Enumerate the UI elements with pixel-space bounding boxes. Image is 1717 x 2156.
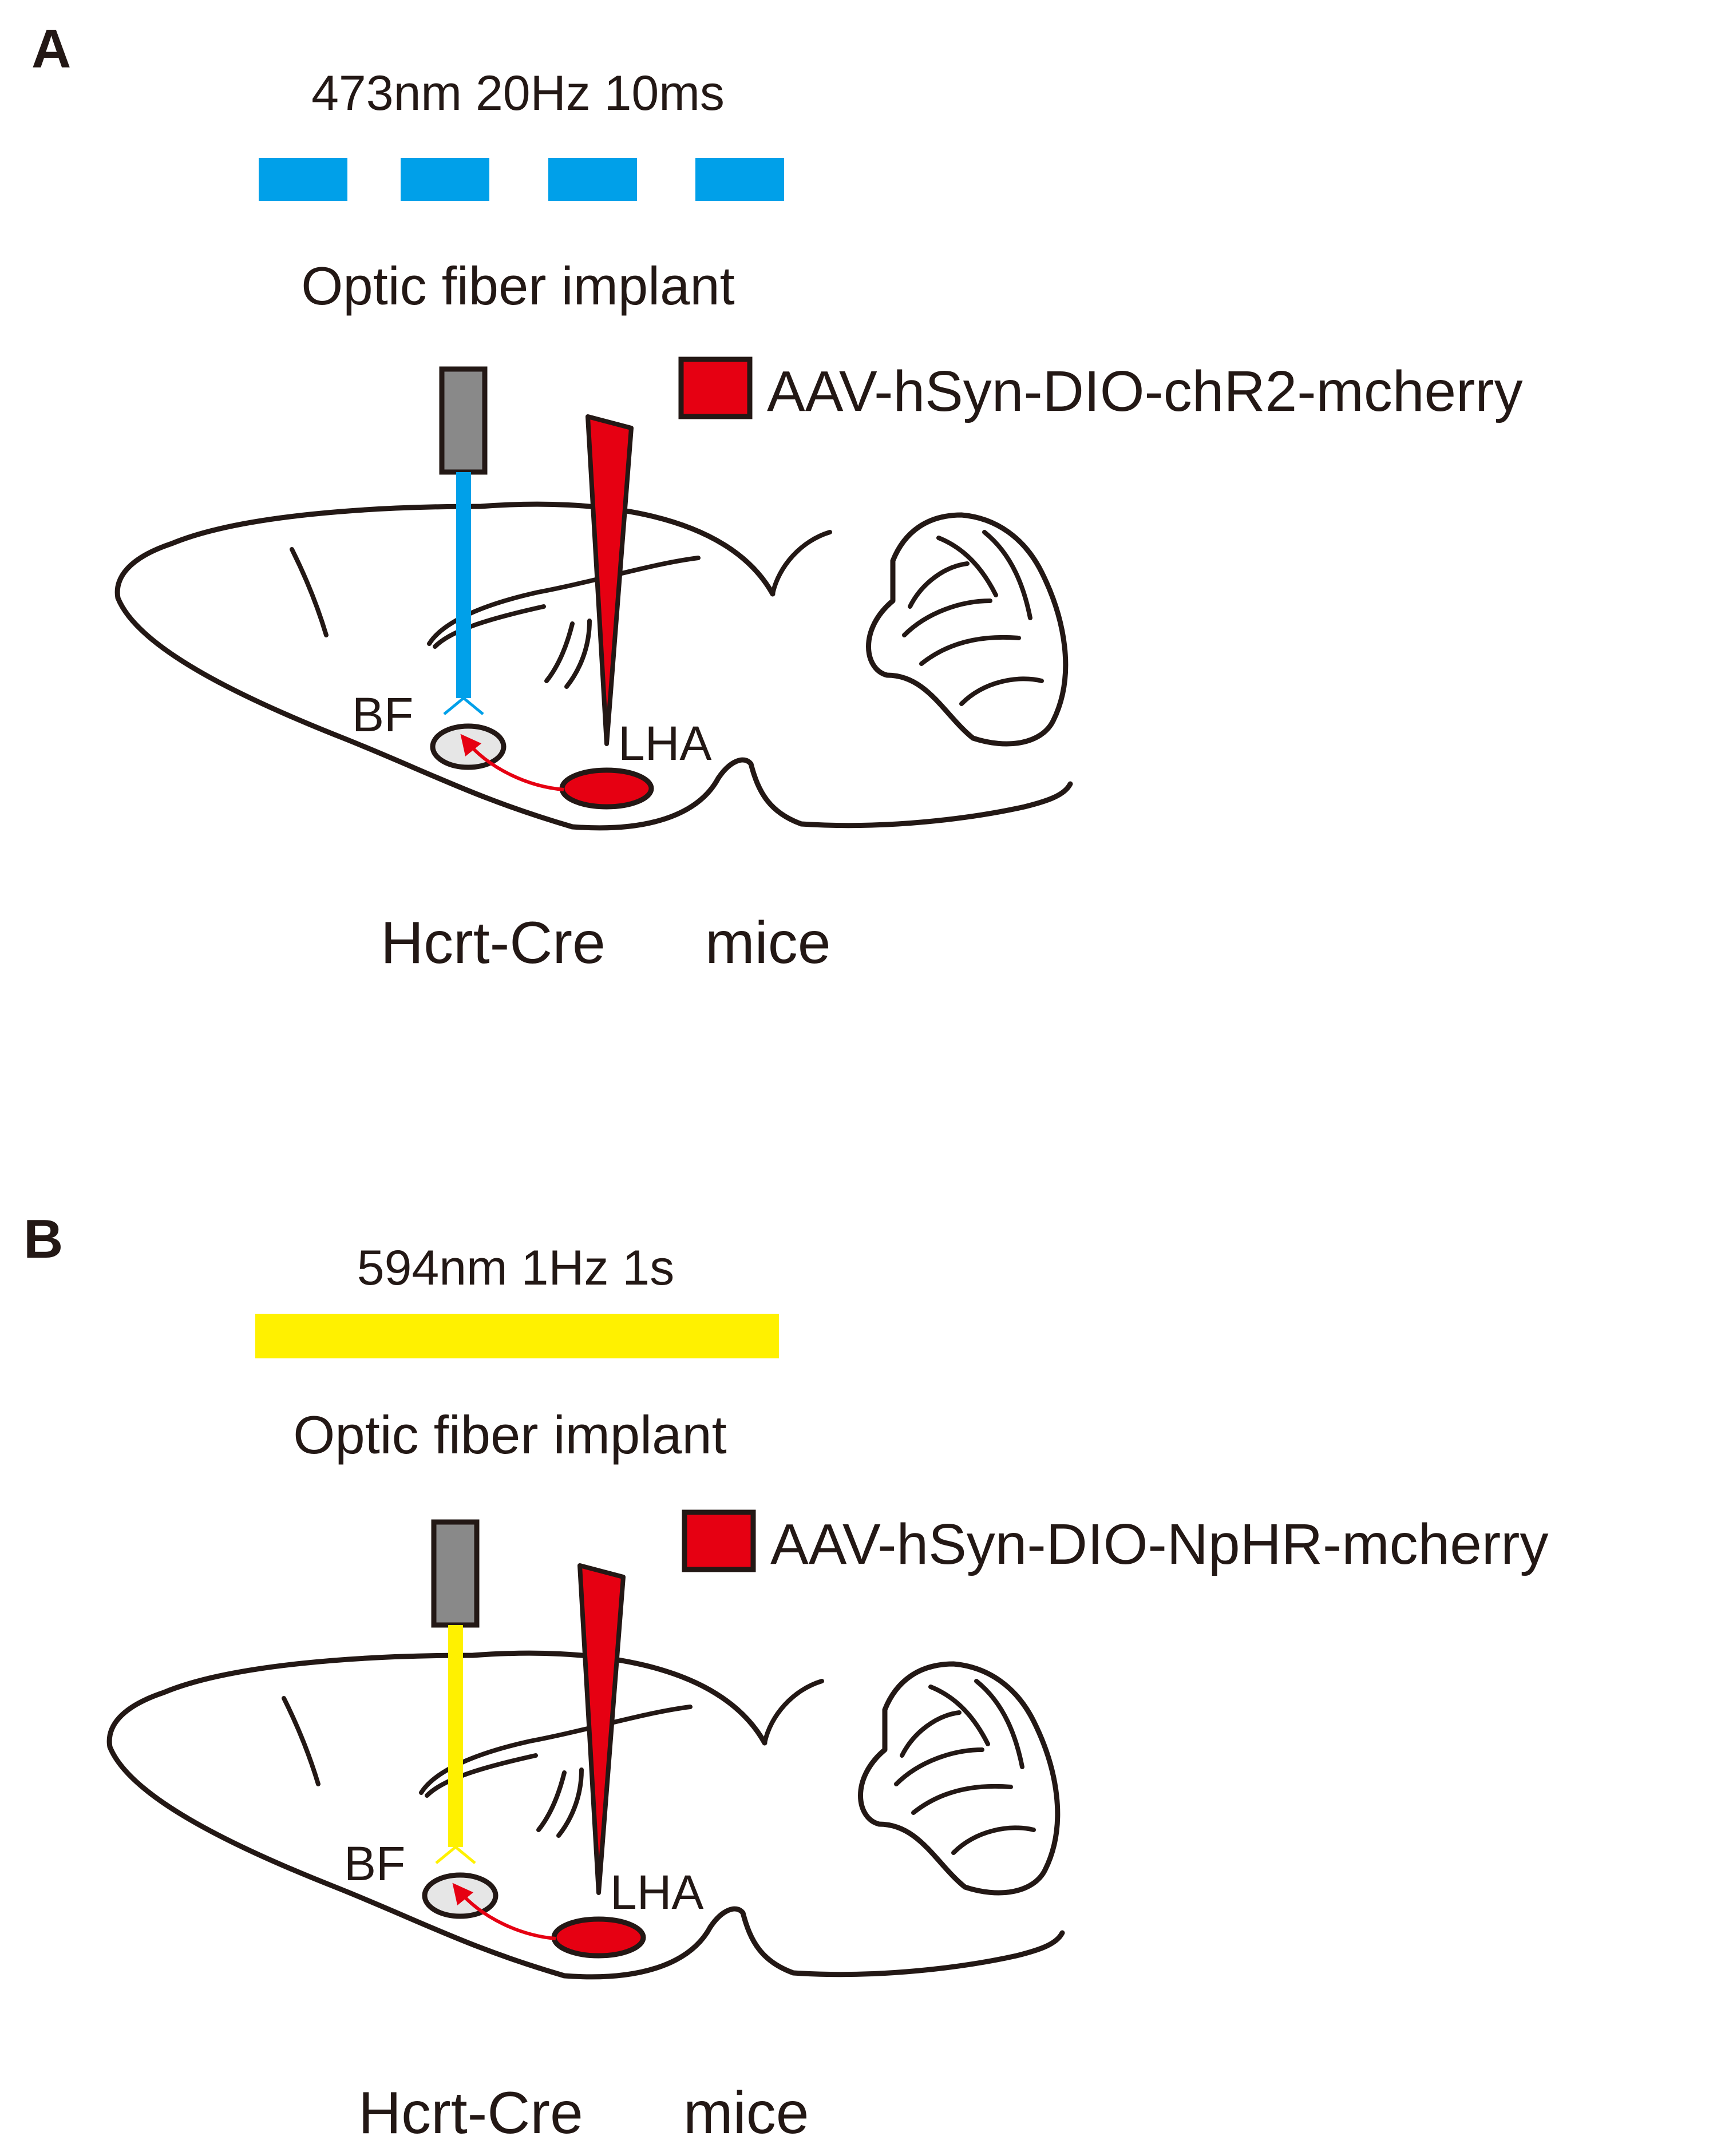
- lha-label-b: LHA: [610, 1865, 703, 1919]
- species-label-a: mice: [705, 910, 831, 976]
- stimulus-label-a: 473nm 20Hz 10ms: [311, 66, 725, 121]
- virus-legend-swatch-a: [678, 356, 753, 419]
- bf-region-a: [430, 723, 507, 770]
- light-pulse: [695, 158, 784, 201]
- light-cone: [435, 1846, 476, 1864]
- injection-pipette-b: [577, 1563, 626, 1895]
- projection-arrow-b: [452, 1882, 556, 1940]
- fiber-ferrule: [431, 1519, 480, 1628]
- light-pulses-a: [259, 158, 784, 201]
- lha-region-b: [551, 1916, 646, 1959]
- panel-a: A 473nm 20Hz 10ms Optic fiber implant AA…: [31, 18, 1523, 976]
- light-cone: [443, 697, 484, 715]
- brain-outline-a: [114, 501, 1073, 831]
- brain-outline-b: [106, 1650, 1065, 1980]
- implant-label-a: Optic fiber implant: [301, 256, 735, 316]
- projection-arrow-a: [460, 734, 564, 791]
- bf-region-b: [422, 1872, 499, 1919]
- virus-legend-swatch-b: [682, 1509, 756, 1572]
- lha-region-a: [559, 767, 654, 810]
- light-pulse: [259, 158, 347, 201]
- cerebellum-a: [866, 512, 1069, 747]
- light-pulse: [401, 158, 489, 201]
- light-pulse: [548, 158, 637, 201]
- light-pulse-b: [255, 1314, 779, 1358]
- bf-label-a: BF: [352, 688, 413, 742]
- optic-fiber-a: [439, 366, 488, 715]
- mouse-line-label-a: Hcrt-Cre: [381, 910, 606, 976]
- cerebellum-b: [858, 1661, 1061, 1896]
- fiber-light: [456, 472, 471, 698]
- species-label-b: mice: [683, 2080, 809, 2146]
- panel-letter-b: B: [23, 1208, 63, 1270]
- mouse-line-label-b: Hcrt-Cre: [358, 2080, 583, 2146]
- stimulus-label-b: 594nm 1Hz 1s: [357, 1241, 675, 1295]
- bf-label-b: BF: [344, 1837, 405, 1891]
- fiber-light: [448, 1625, 463, 1847]
- virus-label-a: AAV-hSyn-DIO-chR2-mcherry: [767, 359, 1523, 423]
- lha-label-a: LHA: [618, 716, 711, 770]
- panel-b: B 594nm 1Hz 1s Optic fiber implant AAV-h…: [23, 1208, 1548, 2146]
- fiber-ferrule: [439, 366, 488, 475]
- virus-label-b: AAV-hSyn-DIO-NpHR-mcherry: [770, 1512, 1548, 1576]
- implant-label-b: Optic fiber implant: [293, 1405, 727, 1465]
- optic-fiber-b: [431, 1519, 480, 1864]
- panel-letter-a: A: [31, 18, 71, 80]
- injection-pipette-a: [585, 414, 634, 746]
